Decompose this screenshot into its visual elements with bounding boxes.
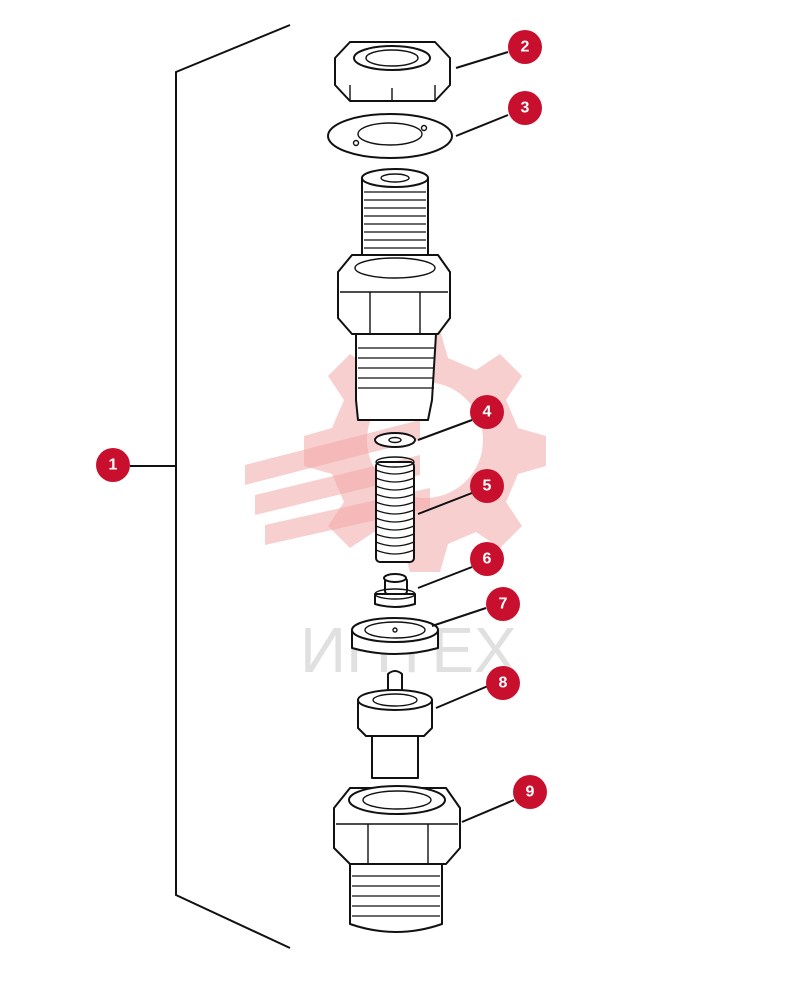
- svg-text:5: 5: [483, 478, 492, 495]
- part-4-small-washer: [374, 432, 416, 448]
- leader-2: [455, 51, 509, 69]
- part-9-union-nut: [333, 785, 461, 933]
- callout-8: 8: [486, 666, 520, 700]
- callout-2: 2: [508, 30, 542, 64]
- svg-text:7: 7: [499, 596, 508, 613]
- svg-text:6: 6: [483, 551, 492, 568]
- leader-6: [417, 566, 473, 589]
- part-6-valve-holder: [374, 573, 416, 608]
- svg-text:9: 9: [526, 784, 535, 801]
- part-2-hex-nut: [334, 41, 451, 102]
- callout-6: 6: [470, 542, 504, 576]
- leader-9: [461, 799, 515, 823]
- callout-9: 9: [513, 775, 547, 809]
- svg-text:8: 8: [499, 675, 508, 692]
- callout-7: 7: [486, 587, 520, 621]
- callout-1: 1: [96, 448, 130, 482]
- leader-4: [417, 419, 473, 441]
- pump-body: [337, 168, 451, 421]
- svg-text:3: 3: [521, 100, 530, 117]
- leader-7: [431, 607, 487, 627]
- leader-5: [417, 492, 473, 515]
- callout-4: 4: [470, 395, 504, 429]
- part-5-spring: [375, 456, 415, 563]
- part-7-seat-disc: [351, 617, 439, 655]
- leader-8: [435, 685, 489, 709]
- svg-text:2: 2: [521, 39, 530, 56]
- assembly-bracket: [175, 24, 291, 949]
- part-8-delivery-valve: [357, 670, 433, 779]
- svg-text:1: 1: [109, 457, 118, 474]
- part-3-washer: [327, 113, 453, 159]
- callout-5: 5: [470, 469, 504, 503]
- leader-3: [455, 114, 509, 137]
- svg-text:4: 4: [483, 404, 492, 421]
- callout-3: 3: [508, 91, 542, 125]
